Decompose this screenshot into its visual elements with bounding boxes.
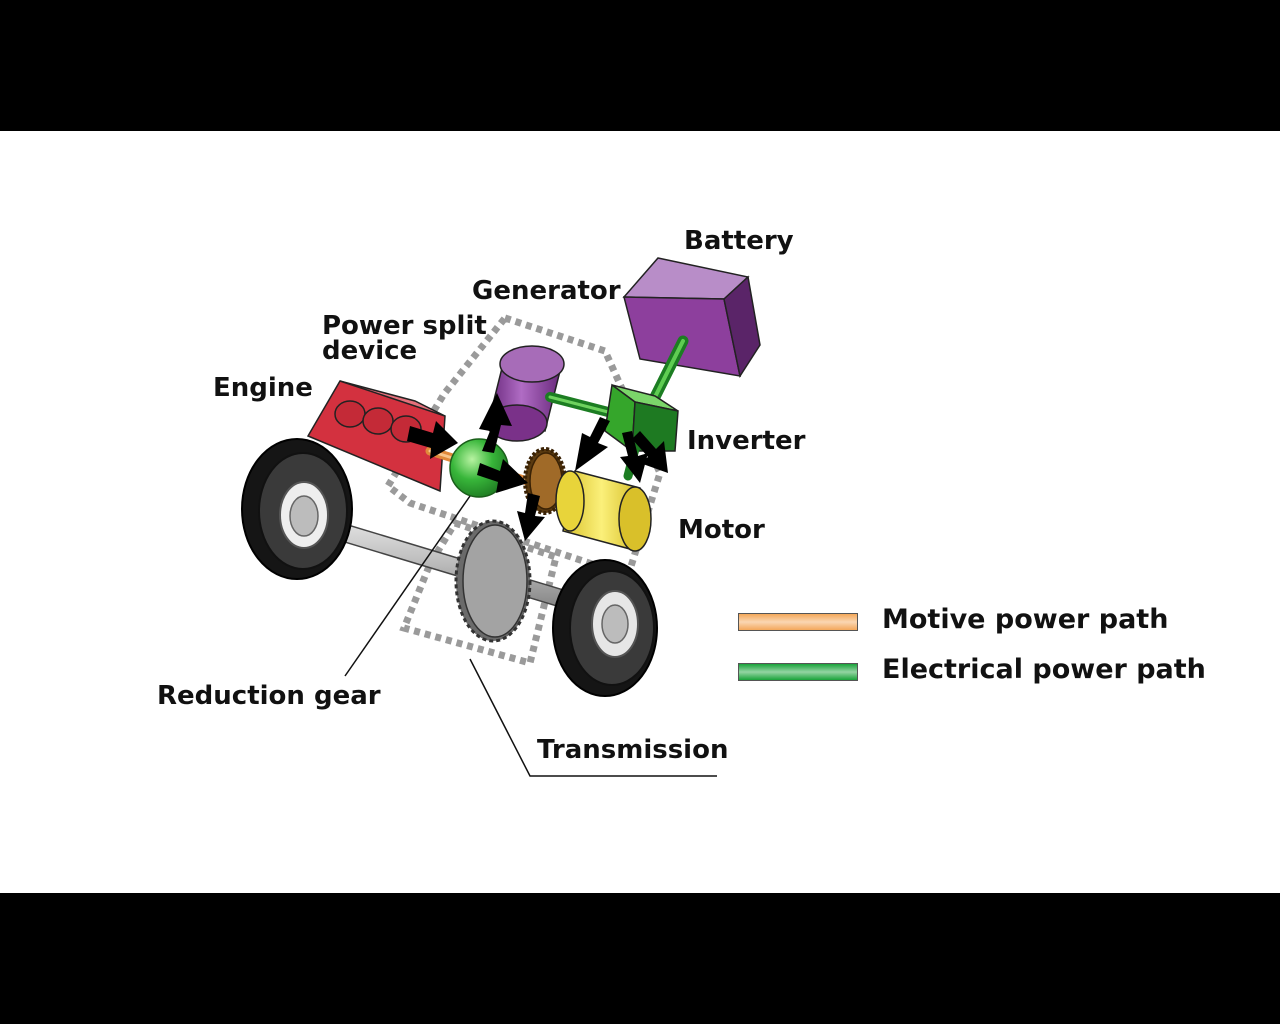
electrical-power-label: Electrical power path — [882, 654, 1206, 685]
transmission-label: Transmission — [537, 735, 729, 765]
gear-to-transmission-arrow — [517, 493, 545, 541]
left-wheel — [241, 438, 353, 580]
motive-power-label: Motive power path — [882, 604, 1169, 635]
hybrid-system-diagram — [241, 257, 761, 777]
electrical-power-swatch — [738, 663, 858, 681]
motor-label: Motor — [678, 515, 765, 545]
battery-block — [622, 257, 761, 378]
inverter-label: Inverter — [687, 426, 806, 456]
letterbox-bottom — [0, 893, 1280, 1024]
motor-block — [555, 470, 652, 552]
psd-to-generator-arrow — [479, 393, 512, 453]
engine-block — [306, 380, 446, 493]
inverter-right-arrow — [632, 431, 668, 473]
engine-label: Engine — [213, 373, 313, 403]
power-split-label-line2: device — [322, 336, 418, 366]
power-split-label-line1: Power split — [322, 311, 487, 341]
reduction-gear-label: Reduction gear — [157, 681, 381, 711]
transmission-leader — [469, 658, 717, 777]
diagram-canvas: Battery Generator Power split device Eng… — [0, 131, 1280, 893]
psd-to-wheels-arrow — [477, 459, 528, 493]
right-wheel — [552, 559, 658, 697]
inverter-down-arrow — [620, 431, 648, 483]
inverter-to-motor-arrow — [575, 417, 610, 471]
transaxle-outline — [383, 313, 664, 581]
generator-label: Generator — [472, 276, 621, 306]
letterbox-top — [0, 0, 1280, 131]
motive-power-swatch — [738, 613, 858, 631]
transmission-gear — [454, 519, 532, 643]
engine-to-psd-arrow — [407, 421, 458, 459]
power-flow-arrows — [407, 393, 668, 541]
reduction-gear-leader — [344, 495, 471, 677]
transmission-outline — [399, 518, 561, 668]
battery-label: Battery — [684, 226, 794, 256]
